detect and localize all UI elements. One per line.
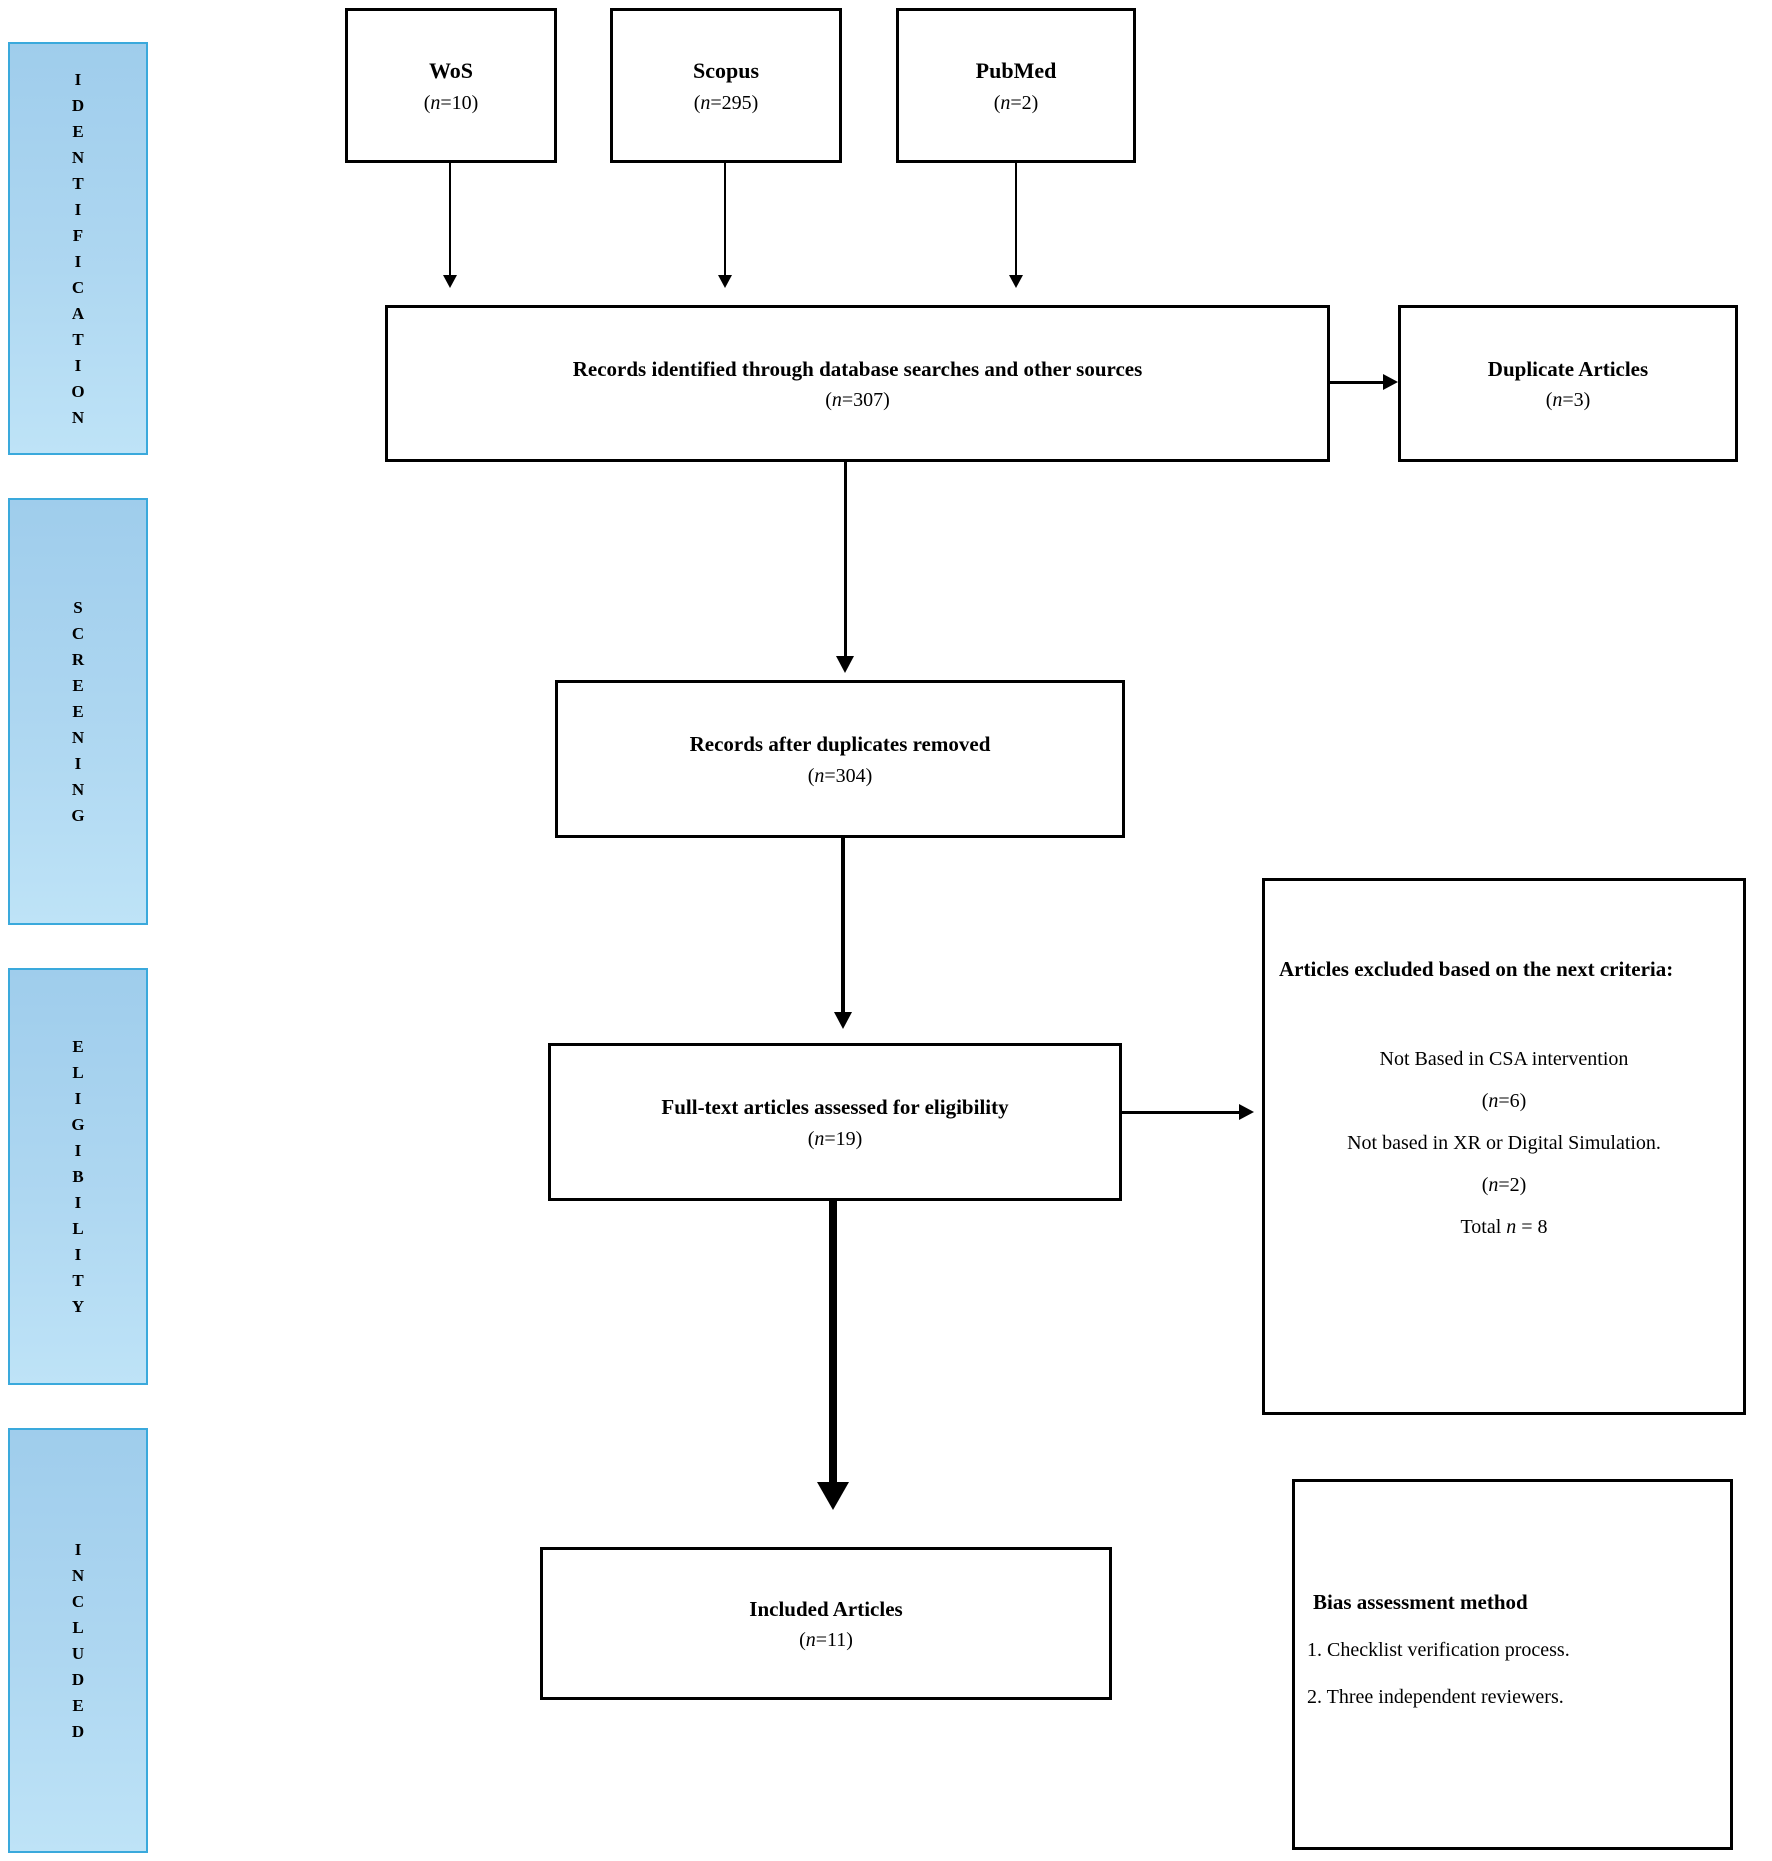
duplicate-articles-box: Duplicate Articles (n=3) xyxy=(1398,305,1738,462)
wos-title: WoS xyxy=(428,58,474,84)
included-articles-count: (n=11) xyxy=(799,1629,853,1652)
pubmed-count: (n=2) xyxy=(993,91,1039,114)
arrow-wos-to-records-shaft xyxy=(449,163,451,275)
records-identified-title: Records identified through database sear… xyxy=(572,356,1143,381)
wos-box: WoS (n=10) xyxy=(345,8,557,163)
bias-item-2: 2. Three independent reviewers. xyxy=(1307,1686,1564,1708)
articles-excluded-title: Articles excluded based on the next crit… xyxy=(1279,957,1674,981)
arrow-records-to-after-shaft xyxy=(844,462,847,656)
pubmed-box: PubMed (n=2) xyxy=(896,8,1136,163)
arrow-fulltext-to-included-head xyxy=(817,1482,849,1510)
arrow-wos-to-records-head xyxy=(443,275,457,288)
included-articles-title: Included Articles xyxy=(749,1596,903,1621)
fulltext-assessed-title: Full-text articles assessed for eligibil… xyxy=(661,1095,1009,1120)
bias-item-1: 1. Checklist verification process. xyxy=(1307,1639,1570,1661)
scopus-box: Scopus (n=295) xyxy=(610,8,842,163)
arrow-pubmed-to-records-head xyxy=(1009,275,1023,288)
arrow-fulltext-to-included-shaft xyxy=(829,1201,837,1482)
articles-excluded-box: Articles excluded based on the next crit… xyxy=(1262,878,1746,1415)
fulltext-assessed-count: (n=19) xyxy=(807,1127,863,1150)
scopus-title: Scopus xyxy=(692,58,760,84)
bias-assessment-title: Bias assessment method xyxy=(1313,1590,1528,1614)
arrow-scopus-to-records-head xyxy=(718,275,732,288)
arrow-fulltext-to-excluded-shaft xyxy=(1122,1111,1240,1114)
arrow-fulltext-to-excluded-head xyxy=(1239,1104,1254,1120)
records-after-duplicates-count: (n=304) xyxy=(807,764,873,787)
records-identified-box: Records identified through database sear… xyxy=(385,305,1330,462)
included-articles-box: Included Articles (n=11) xyxy=(540,1547,1112,1700)
duplicate-articles-count: (n=3) xyxy=(1545,389,1591,412)
excluded-total: Total n = 8 xyxy=(1460,1215,1548,1238)
records-identified-count: (n=307) xyxy=(825,389,890,412)
records-after-duplicates-box: Records after duplicates removed (n=304) xyxy=(555,680,1125,838)
arrow-records-to-duplicates-shaft xyxy=(1330,381,1384,384)
scopus-count: (n=295) xyxy=(693,91,759,114)
excluded-item-1: Not Based in CSA intervention xyxy=(1379,1047,1629,1070)
excluded-item-1-count: (n=6) xyxy=(1481,1089,1527,1112)
arrow-pubmed-to-records-shaft xyxy=(1015,163,1017,275)
pubmed-title: PubMed xyxy=(975,58,1057,84)
records-after-duplicates-title: Records after duplicates removed xyxy=(689,732,991,757)
fulltext-assessed-box: Full-text articles assessed for eligibil… xyxy=(548,1043,1122,1201)
arrow-records-to-after-head xyxy=(836,656,854,673)
duplicate-articles-title: Duplicate Articles xyxy=(1487,356,1649,381)
arrow-records-to-duplicates-head xyxy=(1383,374,1398,390)
arrow-scopus-to-records-shaft xyxy=(724,163,726,275)
bias-assessment-box: Bias assessment method 1. Checklist veri… xyxy=(1292,1479,1733,1850)
excluded-item-2-count: (n=2) xyxy=(1481,1173,1527,1196)
excluded-item-2: Not based in XR or Digital Simulation. xyxy=(1347,1131,1661,1154)
wos-count: (n=10) xyxy=(423,91,479,114)
arrow-after-to-fulltext-shaft xyxy=(841,838,845,1014)
arrow-after-to-fulltext-head xyxy=(834,1012,852,1029)
